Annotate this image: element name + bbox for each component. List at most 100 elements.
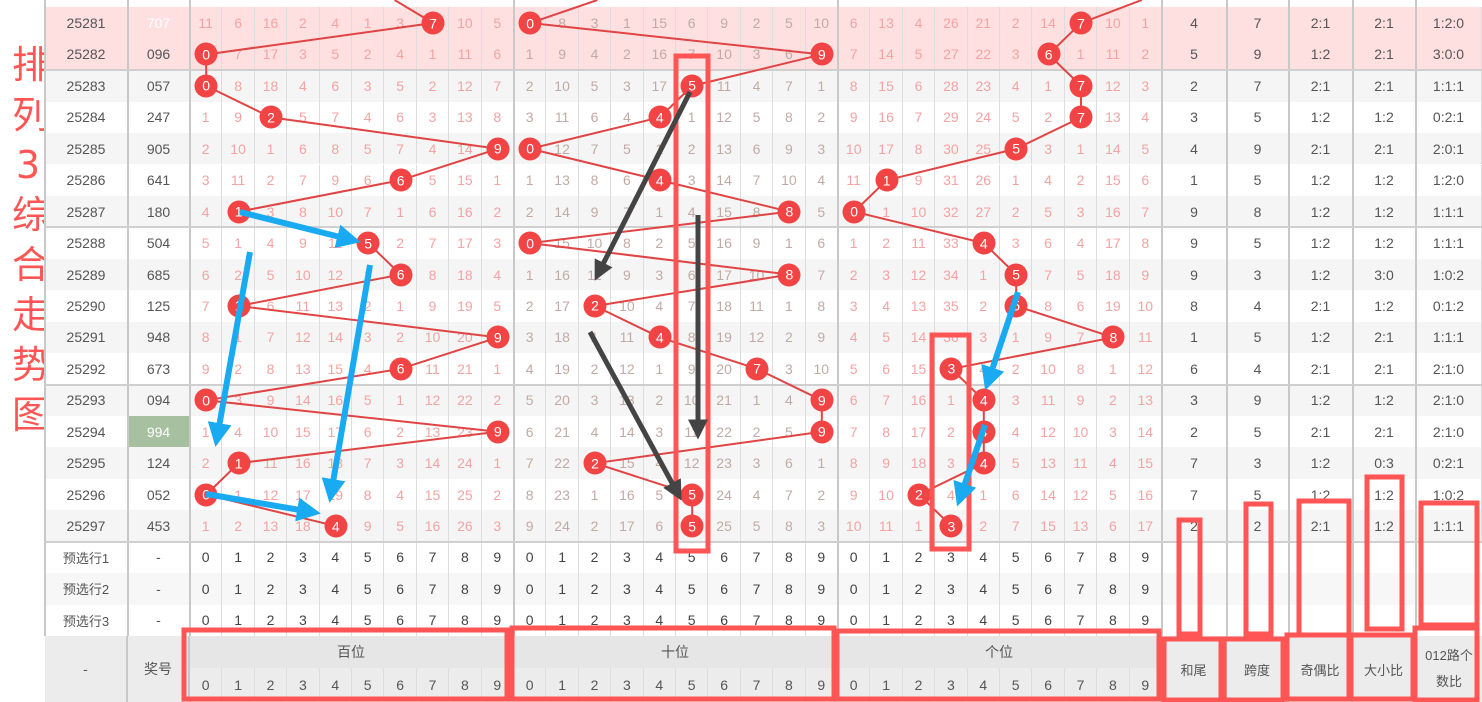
preselect-digit[interactable]: 0 [190, 604, 223, 637]
preselect-digit[interactable]: 1 [870, 604, 903, 637]
preselect-digit[interactable]: 3 [611, 541, 644, 574]
preselect-digit[interactable]: 6 [1032, 541, 1065, 574]
preselect-digit[interactable]: 1 [546, 541, 579, 574]
preselect-digit[interactable]: 5 [1000, 541, 1033, 574]
preselect-digit[interactable]: 4 [644, 604, 676, 637]
preselect-digit[interactable]: 2 [255, 604, 288, 637]
preselect-digit[interactable]: 7 [417, 604, 450, 637]
preselect-digit[interactable]: 3 [935, 573, 968, 605]
preselect-digit[interactable]: 6 [708, 541, 741, 574]
preselect-digit[interactable]: 9 [482, 604, 514, 637]
missed-count-cell: 10 [255, 416, 288, 448]
missed-count-cell: 17 [611, 510, 644, 542]
preselect-digit[interactable]: 8 [773, 573, 806, 605]
preselect-digit[interactable]: 0 [514, 573, 547, 605]
preselect-digit[interactable]: 5 [352, 604, 385, 637]
preselect-digit[interactable]: 5 [676, 541, 709, 574]
preselect-digit[interactable]: 6 [384, 541, 417, 574]
preselect-digit[interactable]: 1 [546, 604, 579, 637]
preselect-digit[interactable]: 3 [935, 604, 968, 637]
preselect-digit[interactable]: 9 [482, 541, 514, 574]
preselect-digit[interactable]: 0 [514, 604, 547, 637]
preselect-digit[interactable]: 5 [676, 604, 709, 637]
preselect-digit[interactable]: 4 [644, 541, 676, 574]
preselect-digit[interactable]: 7 [417, 573, 450, 605]
preselect-digit[interactable]: 3 [611, 573, 644, 605]
preselect-digit[interactable]: 8 [1097, 604, 1130, 637]
preselect-digit[interactable]: 4 [644, 573, 676, 605]
preselect-digit[interactable]: 3 [287, 541, 320, 574]
preselect-digit[interactable]: 2 [903, 541, 936, 574]
preselect-digit[interactable]: 7 [741, 541, 774, 574]
missed-count-cell: 11 [870, 510, 903, 542]
preselect-digit[interactable]: 0 [838, 541, 871, 574]
preselect-digit[interactable]: 2 [579, 604, 612, 637]
preselect-digit[interactable]: 7 [1065, 604, 1098, 637]
preselect-digit[interactable]: 5 [1000, 573, 1033, 605]
preselect-digit[interactable]: 0 [838, 604, 871, 637]
preselect-digit[interactable]: 5 [676, 573, 709, 605]
preselect-digit[interactable]: 5 [352, 541, 385, 574]
preselect-digit[interactable]: 8 [1097, 541, 1130, 574]
preselect-digit[interactable]: 4 [968, 573, 1000, 605]
preselect-digit[interactable]: 7 [1065, 541, 1098, 574]
preselect-digit[interactable]: 4 [320, 541, 352, 574]
preselect-digit[interactable]: 7 [741, 604, 774, 637]
preselect-digit[interactable]: 3 [287, 573, 320, 605]
preselect-digit[interactable]: 5 [1000, 604, 1033, 637]
preselect-digit[interactable]: 2 [579, 541, 612, 574]
preselect-digit[interactable]: 9 [1130, 604, 1162, 637]
preselect-digit[interactable]: 8 [449, 573, 482, 605]
preselect-digit[interactable]: 7 [1065, 573, 1098, 605]
preselect-digit[interactable]: 9 [1130, 541, 1162, 574]
preselect-digit[interactable]: 8 [1097, 573, 1130, 605]
preselect-digit[interactable]: 0 [190, 541, 223, 574]
preselect-digit[interactable]: 0 [514, 541, 547, 574]
preselect-digit[interactable]: 6 [1032, 573, 1065, 605]
preselect-digit[interactable]: 9 [1130, 573, 1162, 605]
preselect-digit[interactable]: 9 [482, 573, 514, 605]
preselect-digit[interactable]: 1 [222, 541, 255, 574]
preselect-digit[interactable]: 3 [611, 604, 644, 637]
preselect-digit[interactable]: 4 [968, 541, 1000, 574]
preselect-digit[interactable]: 0 [838, 573, 871, 605]
preselect-digit[interactable]: 3 [935, 541, 968, 574]
preselect-digit[interactable]: 6 [1032, 604, 1065, 637]
preselect-digit[interactable]: 4 [968, 604, 1000, 637]
preselect-digit[interactable]: 8 [773, 604, 806, 637]
missed-count-cell: 14 [870, 38, 903, 71]
preselect-digit[interactable]: 9 [806, 573, 838, 605]
preselect-digit[interactable]: 7 [741, 573, 774, 605]
preselect-digit[interactable]: 2 [579, 573, 612, 605]
preselect-digit[interactable]: 5 [352, 573, 385, 605]
preselect-digit[interactable]: 1 [546, 573, 579, 605]
preselect-digit[interactable]: 8 [449, 604, 482, 637]
preselect-digit[interactable]: 1 [870, 541, 903, 574]
preselect-digit[interactable]: 9 [806, 604, 838, 637]
missed-count-cell: 6 [384, 101, 417, 134]
preselect-digit[interactable]: 4 [320, 604, 352, 637]
preselect-digit[interactable]: 2 [903, 604, 936, 637]
preselect-digit[interactable]: 3 [287, 604, 320, 637]
preselect-digit[interactable]: 8 [449, 541, 482, 574]
preselect-digit[interactable]: 4 [320, 573, 352, 605]
preselect-digit[interactable]: 2 [255, 541, 288, 574]
preselect-digit[interactable]: 7 [417, 541, 450, 574]
preselect-digit[interactable]: 6 [384, 573, 417, 605]
preselect-digit[interactable]: 1 [222, 604, 255, 637]
preselect-digit[interactable]: 6 [384, 604, 417, 637]
preselect-digit[interactable]: 1 [222, 573, 255, 605]
preselect-digit[interactable]: 8 [773, 541, 806, 574]
preselect-digit[interactable]: 0 [190, 573, 223, 605]
missed-count-cell: 2 [741, 416, 774, 448]
missed-count-cell: 1 [1065, 133, 1098, 165]
preselect-digit[interactable]: 6 [708, 573, 741, 605]
preselect-digit[interactable]: 2 [903, 573, 936, 605]
preselect-digit[interactable]: 2 [255, 573, 288, 605]
preselect-digit[interactable]: 9 [806, 541, 838, 574]
preselect-digit[interactable]: 6 [708, 604, 741, 637]
preselect-digit[interactable]: 1 [870, 573, 903, 605]
